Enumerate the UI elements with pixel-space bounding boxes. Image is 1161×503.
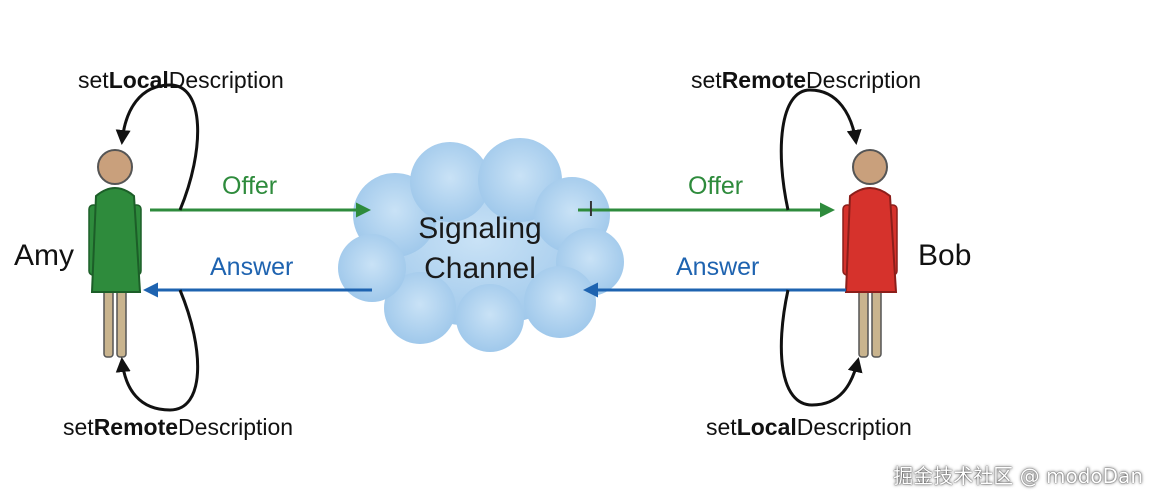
- bob-set-remote-loop-arrow: [779, 88, 862, 211]
- amy-set-remote-description-label: setRemoteDescription: [63, 414, 293, 440]
- amy-name-label: Amy: [14, 239, 74, 272]
- bob-set-local-description-label: setLocalDescription: [706, 414, 912, 440]
- bob-name-label: Bob: [918, 239, 971, 272]
- amy-figure-icon: [88, 149, 142, 358]
- bob-figure-icon: [842, 149, 898, 358]
- answer-label-left: Answer: [210, 253, 293, 281]
- amy-set-local-loop-arrow: [115, 83, 200, 211]
- signaling-channel-cloud: Signaling Channel: [338, 138, 624, 352]
- bob-set-remote-description-label: setRemoteDescription: [691, 67, 921, 93]
- text-cursor-icon: I: [588, 197, 594, 221]
- bob-set-local-loop-arrow: [779, 289, 863, 407]
- offer-label-left: Offer: [222, 172, 277, 200]
- amy-set-local-description-label: setLocalDescription: [78, 67, 284, 93]
- cloud-label-line1: Signaling: [418, 212, 541, 245]
- watermark: 掘金技术社区 @ modoDan: [893, 464, 1143, 488]
- cloud-label-line2: Channel: [424, 252, 536, 285]
- amy-set-remote-loop-arrow: [115, 289, 200, 412]
- offer-label-right: Offer: [688, 172, 743, 200]
- answer-label-right: Answer: [676, 253, 759, 281]
